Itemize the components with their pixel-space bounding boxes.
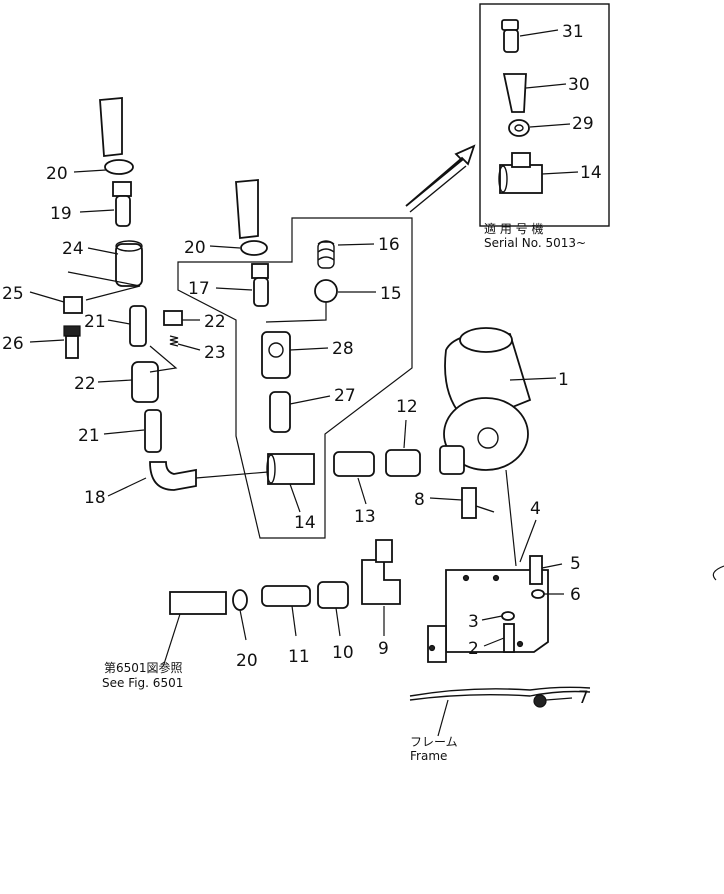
part-21-fitting-upper [129,305,147,347]
callout-20-top: 20 [46,164,68,184]
part-21-fitting-lower [144,409,162,453]
callout-8: 8 [414,490,425,510]
callout-24: 24 [62,239,84,259]
part-20-clamp-lower [232,589,248,611]
pipe-route-left [67,271,178,373]
edge-mark [712,565,724,581]
inset-arrow [405,144,476,213]
callout-20-center: 20 [184,238,206,258]
part-10-nipple [317,581,349,609]
lead-line-15-28 [265,302,327,323]
hose-top-center [235,179,259,239]
callout-11: 11 [288,647,310,667]
part-25-plug [63,296,83,314]
part-2-bolt [503,623,515,653]
frame-line [409,686,591,701]
part-23-spring [169,335,179,347]
part-7-nut [533,694,547,708]
part-20-clamp-top [104,159,134,175]
lead-line-18-14 [195,471,269,479]
part-22-plug-upper [163,310,183,326]
callout-18: 18 [84,488,106,508]
callout-13: 13 [354,507,376,527]
callout-14-main: 14 [294,513,316,533]
callout-29: 29 [572,114,594,134]
frame-en-label: Frame [410,749,447,763]
part-14-tee-main [266,453,315,485]
callout-10: 10 [332,643,354,663]
pipe-route-center [177,217,413,539]
part-17-nipple [251,263,269,307]
callout-20-lower: 20 [236,651,258,671]
callout-19: 19 [50,204,72,224]
part-29-nut [508,119,530,137]
callout-2: 2 [468,639,479,659]
callout-23: 23 [204,343,226,363]
part-4-bracket [427,569,549,663]
inset-box [479,3,610,227]
callout-21-lower: 21 [78,426,100,446]
part-27-nipple [269,391,291,433]
hose-top-left [99,97,123,157]
part-24-sleeve [115,240,143,287]
part-13-nipple [333,451,375,477]
frame-jp-label: フレーム [410,735,458,749]
part-26-switch [63,325,81,359]
part-18-elbow [149,461,197,491]
callout-26: 26 [2,334,24,354]
part-9-elbow [361,539,401,605]
part-6-washer [531,589,545,599]
part-28-block [261,331,291,379]
callout-21-upper: 21 [84,312,106,332]
callout-3: 3 [468,612,479,632]
callout-12: 12 [396,397,418,417]
callout-22-lower: 22 [74,374,96,394]
part-19-nipple [112,181,132,227]
part-3-washer [501,611,515,621]
callout-6: 6 [570,585,581,605]
part-1-pump [439,327,532,475]
callout-25: 25 [2,284,24,304]
callout-31: 31 [562,22,584,42]
callout-5: 5 [570,554,581,574]
part-5-bolt [529,555,543,585]
callout-16: 16 [378,235,400,255]
inset-serial-label: Serial No. 5013~ [484,236,586,250]
callout-9: 9 [378,639,389,659]
part-31-fitting [501,19,519,53]
part-20-clamp-center [240,240,268,256]
inset-jp-label: 適 用 号 機 [484,221,543,236]
callout-7: 7 [578,688,589,708]
part-14-tee-inset [498,152,543,194]
callout-30: 30 [568,75,590,95]
part-22-block [131,361,159,403]
part-15-ball [314,279,338,303]
callout-17: 17 [188,279,210,299]
part-30-hose [502,73,527,113]
part-12-bushing [385,449,421,477]
part-8-valve [461,487,495,519]
callout-1: 1 [558,370,569,390]
callout-15: 15 [380,284,402,304]
callout-14-inset: 14 [580,163,602,183]
part-11-adapter [261,585,311,607]
callout-4: 4 [530,499,541,519]
callout-22-upper: 22 [204,312,226,332]
reference-en-label: See Fig. 6501 [102,676,183,690]
leader-lines [29,29,579,737]
callout-28: 28 [332,339,354,359]
callout-27: 27 [334,386,356,406]
reference-jp-label: 第6501図参照 [104,660,183,675]
part-16-spring [317,240,335,269]
hose-lower-left [169,591,227,615]
